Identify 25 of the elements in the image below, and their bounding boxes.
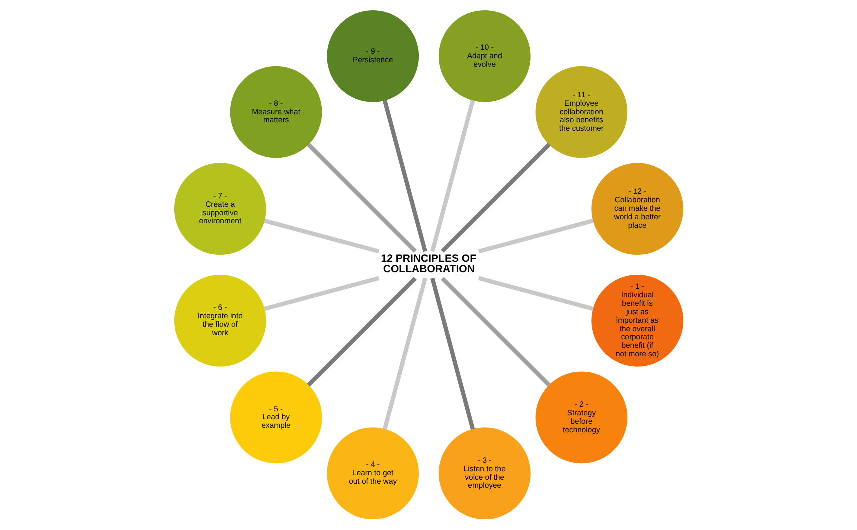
- node-circle: - 8 - Measure what matters: [230, 66, 322, 158]
- connector: [306, 143, 416, 253]
- connector: [430, 278, 475, 430]
- node-circle: - 6 - Integrate into the flow of work: [174, 274, 266, 367]
- connector: [264, 276, 380, 312]
- node-circle: - 11 - Employee collaboration also benefits the customer: [535, 66, 628, 158]
- node-circle: - 9 - Persistence: [326, 10, 419, 102]
- node-circle: - 3 - Listen to the voice of the employee: [438, 428, 530, 520]
- node-circle: - 7 - Create a supportive environment: [174, 163, 266, 256]
- node-text: 12 PRINCIPLES OF COLLABORATION: [380, 253, 476, 276]
- connector: [264, 218, 380, 254]
- connector: [478, 276, 594, 312]
- connector: [382, 278, 427, 430]
- connector: [478, 218, 594, 254]
- connector: [440, 277, 550, 387]
- connector: [306, 277, 416, 387]
- node-circle: - 4 - Learn to get out of the way: [326, 428, 419, 520]
- connector: [440, 143, 550, 253]
- node-circle: - 2 - Strategy before technology: [535, 372, 628, 464]
- node-circle: - 1 - Individual benefit is just as important as the overall corporate benefit (if not more so): [591, 274, 684, 367]
- node-circle: - 5 - Lead by example: [230, 372, 322, 464]
- connector: [382, 100, 427, 252]
- node-circle: - 12 - Collaboration can make the world a better place: [591, 163, 684, 256]
- node-circle: - 10 - Adapt and evolve: [438, 10, 530, 102]
- connector: [430, 100, 475, 252]
